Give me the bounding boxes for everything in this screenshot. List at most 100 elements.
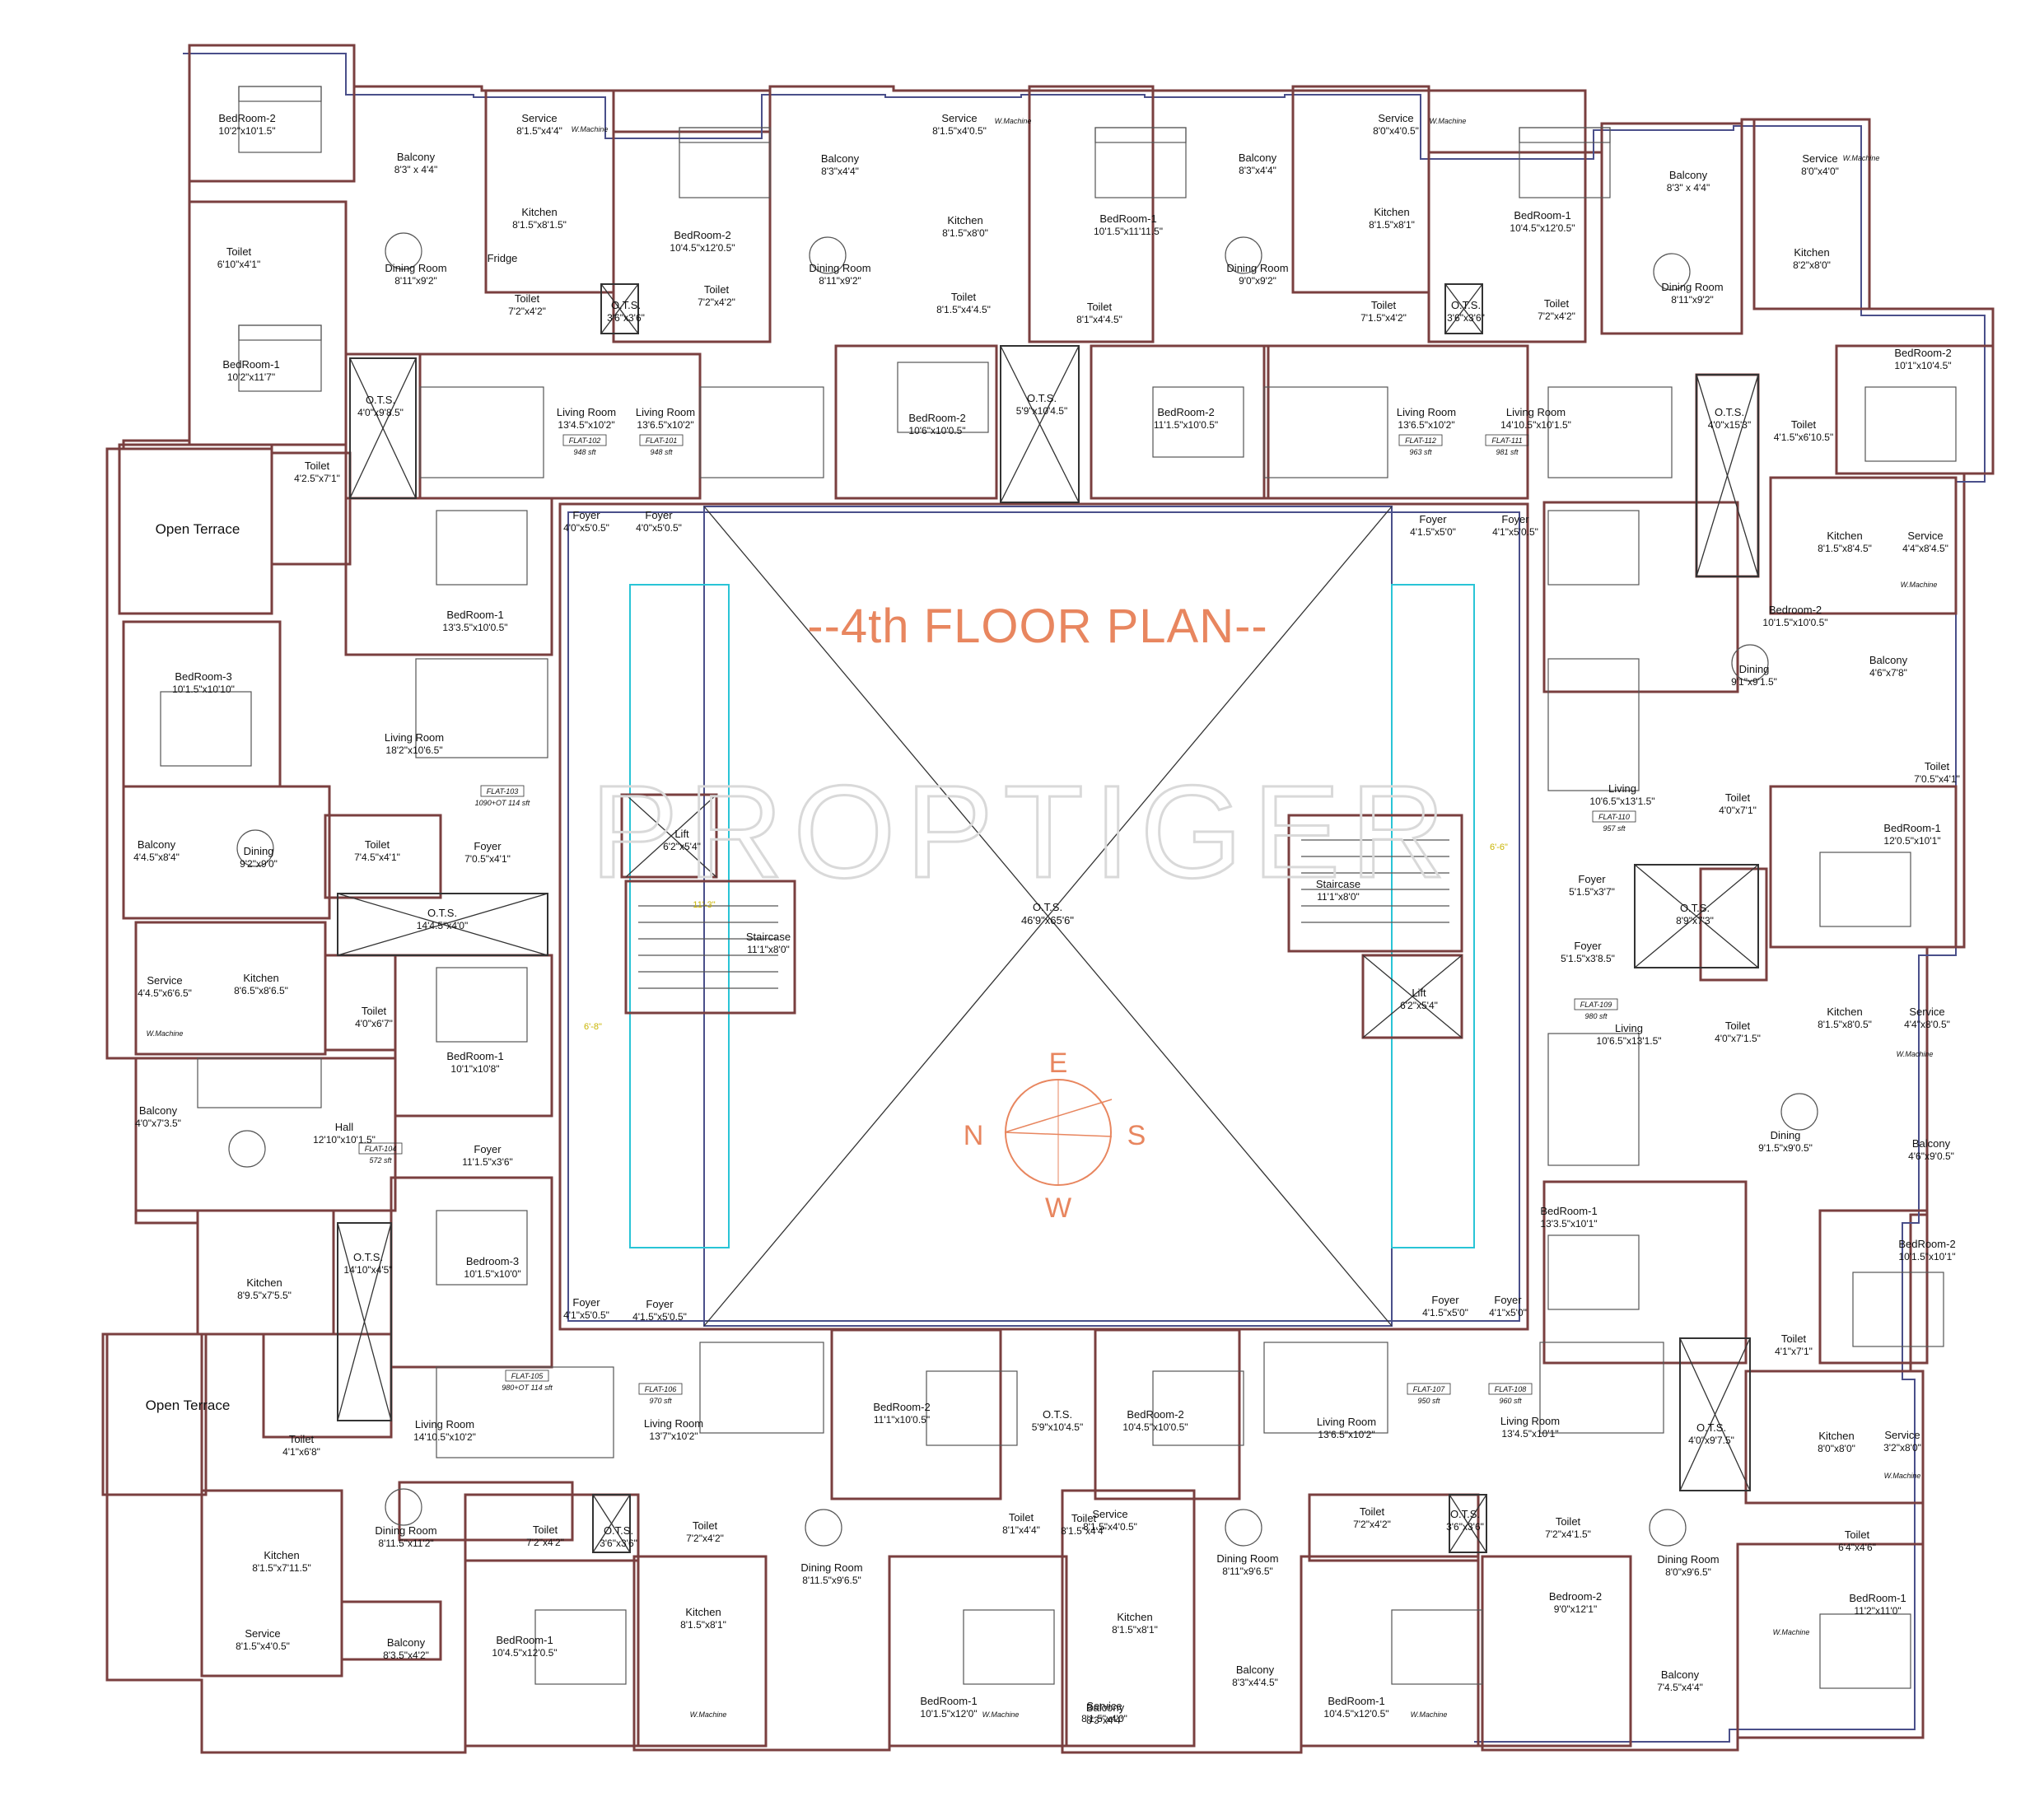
room-name: Toilet (1360, 1505, 1385, 1518)
room-name: Dining Room (1226, 262, 1288, 274)
flat-name: FLAT-105 (511, 1372, 544, 1380)
room-dim: 9'0"x12'1" (1554, 1603, 1597, 1615)
flat-tag-box (562, 434, 607, 446)
room-dim: 5'9"x10'4.5" (1016, 405, 1067, 417)
stair-dim-left: 11'-3" (693, 900, 715, 910)
room-dim: 14'10.5"x10'2" (413, 1431, 476, 1443)
room-dim: 13'6.5"x10'2" (1318, 1429, 1374, 1440)
room-name: Living Room (1317, 1416, 1376, 1428)
room-name: Kitchen (1827, 1006, 1862, 1018)
stair-dim-right-side: 6'-6" (1490, 842, 1508, 852)
room-name: Balcony (821, 152, 860, 165)
room-dim: 12'0.5"x10'1" (1883, 835, 1940, 847)
flat-tag-box (1488, 1383, 1533, 1395)
room-name: BedRoom-2 (218, 112, 275, 124)
room-name: Living Room (636, 406, 695, 418)
room-dim: 3'6"x3'6" (1447, 312, 1485, 324)
room-name: Balcony (138, 838, 176, 851)
room-dim: 8'0"x4'0.5" (1373, 125, 1419, 137)
room-name: Toilet (1371, 299, 1397, 311)
room-dim: 13'7"x10'2" (649, 1430, 698, 1442)
room-name: Fridge (488, 252, 518, 264)
flat-area: 980+OT 114 sft (502, 1384, 553, 1392)
room-dim: 4'1.5"x5'0" (1422, 1307, 1468, 1318)
compass: E N S W (964, 1048, 1146, 1224)
room-dim: 3'6"x3'6" (600, 1538, 637, 1549)
room-dim: 10'1"x10'4.5" (1894, 360, 1951, 371)
room-name: Staircase (746, 931, 791, 943)
flat-area: 948 sft (573, 448, 596, 456)
room-name: Dining Room (809, 262, 870, 274)
washer-label: W.Machine (1884, 1472, 1921, 1480)
room-name: Balcony (1086, 1701, 1125, 1714)
room-name: Balcony (387, 1636, 426, 1649)
room-dim: 14'10.5"x10'1.5" (1500, 419, 1571, 431)
room-name: BedRoom-2 (1898, 1238, 1955, 1250)
room-dim: 4'1"x5'0" (1489, 1307, 1527, 1318)
terrace-label: Open Terrace (146, 1398, 231, 1413)
room-name: Kitchen (1374, 206, 1409, 218)
room-name: Hall (335, 1121, 354, 1133)
room-dim: 8'3" x 4'4" (394, 164, 437, 175)
room-name: Foyer (645, 509, 673, 521)
walls (101, 44, 1995, 1754)
flat-name: FLAT-104 (365, 1145, 397, 1153)
furniture (160, 86, 1957, 1689)
room-dim: 14'10"x4'5" (343, 1264, 392, 1276)
room-dim: 10'6"x10'0.5" (908, 425, 965, 436)
room-name: Kitchen (243, 972, 278, 984)
room-name: Service (1907, 530, 1943, 542)
room-name: Living (1608, 782, 1636, 795)
room-name: Toilet (1009, 1511, 1034, 1524)
room-dim: 7'0.5"x4'1" (464, 853, 511, 865)
room-dim: 7'4.5"x4'4" (1657, 1682, 1703, 1693)
room-dim: 9'2"x9'0" (240, 858, 278, 870)
room-dim: 10'4.5"x12'0.5" (670, 242, 735, 254)
room-dim: 4'1.5"x5'0.5" (632, 1311, 687, 1323)
room-name: Living Room (644, 1417, 703, 1430)
room-dim: 10'1.5"x10'0" (464, 1268, 520, 1280)
room-dim: 10'4.5"x12'0.5" (1323, 1708, 1388, 1720)
flat-tag-box (638, 1383, 683, 1395)
room-name: Dining Room (375, 1524, 436, 1537)
room-dim: 11'1"x8'0" (1317, 891, 1360, 903)
room-name: Kitchen (1117, 1611, 1152, 1623)
room-dim: 8'1.5"x8'0.5" (1818, 1019, 1872, 1030)
room-name: Toilet (289, 1433, 315, 1445)
room-dim: 8'3"x4'4" (1239, 165, 1276, 176)
flat-area: 957 sft (1603, 824, 1626, 833)
terrace-label: Open Terrace (156, 521, 240, 537)
room-dim: 8'3.5"x4'2" (383, 1650, 429, 1661)
compass-w: W (1045, 1192, 1071, 1224)
flat-name: FLAT-111 (1491, 436, 1522, 445)
room-name: Dining (1739, 663, 1770, 675)
room-name: Dining Room (1216, 1552, 1278, 1565)
room-dim: 7'2"x4'2" (508, 306, 546, 317)
room-dim: 8'3" x 4'4" (1667, 182, 1710, 194)
room-dim: 4'1"x5'0.5" (563, 1309, 609, 1321)
room-name: BedRoom-1 (446, 609, 503, 621)
room-name: Kitchen (685, 1606, 721, 1618)
room-name: O.T.S. (611, 299, 641, 311)
washer-label: W.Machine (147, 1029, 184, 1038)
room-name: O.T.S. (1043, 1408, 1072, 1421)
room-name: O.T.S. (1715, 406, 1744, 418)
room-dim: 8'3"x4'4" (1086, 1715, 1124, 1726)
room-dim: 8'11"x9'2" (394, 275, 437, 287)
room-name: Service (521, 112, 557, 124)
room-dim: 8'1.5"x4'0" (1081, 1713, 1127, 1724)
room-name: O.T.S. (353, 1251, 383, 1263)
room-dim: 3'6"x3'6" (1446, 1521, 1484, 1533)
room-name: O.T.S. (1027, 392, 1057, 404)
room-dim: 8'1.5"x4'4" (516, 125, 562, 137)
room-name: Dining (244, 845, 274, 857)
room-dim: 4'0"x9'7.5" (1688, 1435, 1734, 1446)
room-dim: 10'2"x11'7" (227, 371, 275, 383)
room-name: Balcony (1239, 152, 1277, 164)
room-name: Living (1615, 1022, 1643, 1034)
room-name: BedRoom-1 (446, 1050, 503, 1062)
room-name: O.T.S. (1680, 902, 1710, 914)
room-dim: 8'3"x4'4.5" (1232, 1677, 1278, 1688)
room-dim: 9'0"x9'2" (1239, 275, 1276, 287)
